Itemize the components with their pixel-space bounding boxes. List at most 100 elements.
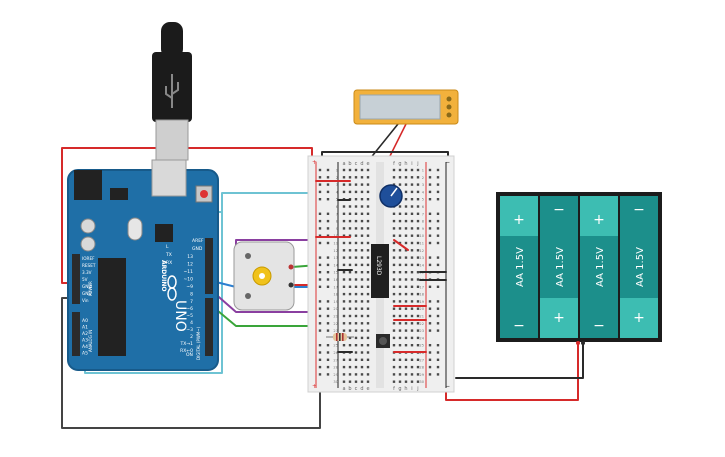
breadboard-hole[interactable] — [392, 168, 396, 172]
breadboard-hole[interactable] — [360, 373, 364, 376]
breadboard-hole[interactable] — [410, 322, 414, 325]
breadboard-hole[interactable] — [404, 263, 408, 267]
breadboard-hole[interactable] — [348, 307, 352, 310]
breadboard-hole[interactable] — [392, 285, 396, 288]
breadboard-hole[interactable] — [398, 256, 402, 259]
breadboard-hole[interactable] — [398, 344, 402, 347]
breadboard-rail-hole[interactable] — [428, 241, 432, 245]
breadboard-hole[interactable] — [404, 373, 408, 376]
breadboard-hole[interactable] — [366, 249, 370, 252]
breadboard-rail-hole[interactable] — [318, 300, 322, 303]
breadboard-hole[interactable] — [410, 256, 414, 259]
breadboard-hole[interactable] — [410, 168, 414, 172]
breadboard-hole[interactable] — [392, 256, 396, 259]
breadboard-hole[interactable] — [354, 183, 358, 186]
breadboard-hole[interactable] — [348, 329, 352, 332]
breadboard-hole[interactable] — [410, 314, 414, 318]
breadboard-hole[interactable] — [392, 183, 396, 186]
breadboard-hole[interactable] — [342, 278, 346, 281]
breadboard-hole[interactable] — [354, 365, 358, 369]
breadboard-hole[interactable] — [366, 263, 370, 267]
breadboard-hole[interactable] — [416, 307, 420, 310]
breadboard-hole[interactable] — [360, 183, 364, 186]
breadboard-hole[interactable] — [416, 176, 420, 179]
breadboard-rail-hole[interactable] — [326, 256, 330, 259]
breadboard-rail-hole[interactable] — [318, 351, 322, 354]
breadboard-hole[interactable] — [398, 241, 402, 245]
breadboard-hole[interactable] — [404, 329, 408, 332]
breadboard-rail-hole[interactable] — [428, 300, 432, 303]
breadboard-hole[interactable] — [398, 380, 402, 383]
breadboard-hole[interactable] — [360, 300, 364, 303]
breadboard-rail-hole[interactable] — [436, 322, 440, 325]
breadboard-rail-hole[interactable] — [318, 314, 322, 318]
breadboard-hole[interactable] — [342, 307, 346, 310]
breadboard-hole[interactable] — [398, 183, 402, 186]
breadboard-hole[interactable] — [354, 351, 358, 354]
breadboard-hole[interactable] — [410, 212, 414, 215]
breadboard-hole[interactable] — [410, 380, 414, 383]
breadboard-hole[interactable] — [360, 227, 364, 230]
breadboard-hole[interactable] — [360, 365, 364, 369]
breadboard-rail-hole[interactable] — [436, 176, 440, 179]
breadboard-hole[interactable] — [348, 183, 352, 186]
breadboard-hole[interactable] — [348, 168, 352, 172]
breadboard-hole[interactable] — [342, 263, 346, 267]
breadboard-hole[interactable] — [398, 365, 402, 369]
breadboard-hole[interactable] — [404, 344, 408, 347]
breadboard-rail-hole[interactable] — [436, 234, 440, 237]
breadboard-hole[interactable] — [348, 278, 352, 281]
breadboard-rail-hole[interactable] — [436, 365, 440, 369]
breadboard-hole[interactable] — [398, 307, 402, 310]
jumper-red-3[interactable] — [393, 239, 409, 251]
breadboard-rail-hole[interactable] — [428, 322, 432, 325]
breadboard-rail-hole[interactable] — [436, 168, 440, 172]
breadboard-hole[interactable] — [366, 256, 370, 259]
breadboard-rail-hole[interactable] — [428, 219, 432, 223]
breadboard-rail-hole[interactable] — [428, 212, 432, 215]
breadboard-hole[interactable] — [366, 241, 370, 245]
breadboard-hole[interactable] — [366, 373, 370, 376]
breadboard-rail-hole[interactable] — [318, 263, 322, 267]
breadboard-rail-hole[interactable] — [428, 373, 432, 376]
breadboard-hole[interactable] — [366, 183, 370, 186]
breadboard-rail-hole[interactable] — [318, 329, 322, 332]
breadboard-hole[interactable] — [392, 365, 396, 369]
breadboard-rail-hole[interactable] — [428, 190, 432, 194]
breadboard-hole[interactable] — [348, 336, 352, 340]
breadboard-hole[interactable] — [410, 300, 414, 303]
breadboard-rail-hole[interactable] — [326, 351, 330, 354]
breadboard-rail-hole[interactable] — [326, 365, 330, 369]
breadboard-rail-hole[interactable] — [436, 358, 440, 361]
breadboard-hole[interactable] — [404, 198, 408, 201]
breadboard-rail-hole[interactable] — [326, 212, 330, 215]
breadboard-hole[interactable] — [366, 292, 370, 296]
breadboard-hole[interactable] — [416, 205, 420, 208]
breadboard-hole[interactable] — [366, 344, 370, 347]
wire-black-gnd[interactable] — [61, 297, 321, 429]
breadboard-hole[interactable] — [354, 300, 358, 303]
breadboard-hole[interactable] — [354, 198, 358, 201]
breadboard-rail-hole[interactable] — [326, 190, 330, 194]
breadboard-hole[interactable] — [348, 241, 352, 245]
breadboard-hole[interactable] — [398, 314, 402, 318]
breadboard-hole[interactable] — [360, 256, 364, 259]
breadboard-hole[interactable] — [366, 176, 370, 179]
motor-terminal[interactable] — [288, 264, 294, 270]
breadboard-hole[interactable] — [410, 278, 414, 281]
breadboard-hole[interactable] — [366, 212, 370, 215]
breadboard-hole[interactable] — [342, 314, 346, 318]
breadboard-hole[interactable] — [398, 249, 402, 252]
breadboard-hole[interactable] — [366, 329, 370, 332]
breadboard-rail-hole[interactable] — [436, 285, 440, 288]
breadboard-rail-hole[interactable] — [326, 263, 330, 267]
motor-driver-chip[interactable]: L293D — [371, 244, 389, 298]
breadboard-rail-hole[interactable] — [428, 344, 432, 347]
breadboard-hole[interactable] — [342, 285, 346, 288]
breadboard-rail-hole[interactable] — [326, 271, 330, 274]
breadboard-rail-hole[interactable] — [436, 183, 440, 186]
breadboard-hole[interactable] — [360, 234, 364, 237]
breadboard-hole[interactable] — [404, 285, 408, 288]
breadboard-hole[interactable] — [342, 234, 346, 237]
breadboard-hole[interactable] — [416, 263, 420, 267]
